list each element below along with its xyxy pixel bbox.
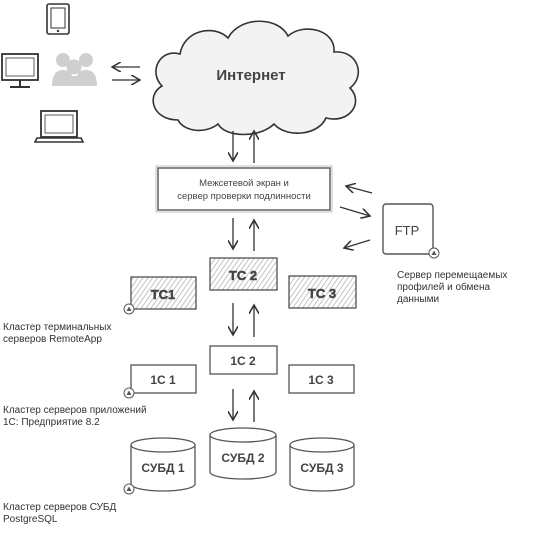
firewall-ftp-arrows <box>339 186 373 248</box>
db-cluster-caption-line: Кластер серверов СУБД <box>3 502 117 513</box>
ts-node-3: ТС 3 <box>288 275 357 309</box>
app-node-1: 1С 1 <box>123 364 197 399</box>
ts-node-2: ТС 2 <box>209 257 278 291</box>
db-node-1-label: СУБД 1 <box>141 461 184 475</box>
ftp-label: FTP <box>395 223 420 238</box>
desktop-monitor-icon <box>1 53 39 88</box>
internet-label: Интернет <box>216 67 285 84</box>
db-node-2: СУБД 2 <box>209 427 277 480</box>
ts-node-2-label: ТС 2 <box>229 268 257 283</box>
app-db-arrows <box>233 389 254 422</box>
ftp-caption-line: данными <box>397 294 440 305</box>
db-cluster-caption-line: PostgreSQL <box>3 514 58 525</box>
ts-node-3-label: ТС 3 <box>308 286 336 301</box>
app-node-2: 1С 2 <box>209 345 278 375</box>
tablet-icon <box>46 3 70 35</box>
app-node-2-label: 1С 2 <box>230 354 256 368</box>
firewall-box: Межсетевой экран и сервер проверки подли… <box>155 165 333 213</box>
ts-cluster-caption-line: Кластер терминальных <box>3 322 112 333</box>
db-node-3-label: СУБД 3 <box>300 461 343 475</box>
client-internet-arrows <box>112 67 140 80</box>
laptop-icon <box>33 110 85 143</box>
users-group-icon <box>52 53 97 86</box>
firewall-line1: Межсетевой экран и <box>199 178 289 189</box>
app-node-1-label: 1С 1 <box>150 373 176 387</box>
firewall-line2: сервер проверки подлинности <box>177 191 311 202</box>
app-cluster-caption: Кластер серверов приложений 1С: Предприя… <box>3 405 147 429</box>
app-cluster-caption-line: 1С: Предприятие 8.2 <box>3 417 100 428</box>
ftp-server: FTP <box>382 203 440 259</box>
internet-firewall-arrows <box>233 131 254 163</box>
app-node-3: 1С 3 <box>288 364 355 394</box>
app-node-3-label: 1С 3 <box>308 373 334 387</box>
db-node-2-label: СУБД 2 <box>221 451 264 465</box>
ts-node-1-label: ТС1 <box>151 287 176 302</box>
ftp-caption-line: профилей и обмена <box>397 282 491 293</box>
ts-cluster-caption-line: серверов RemoteApp <box>3 334 102 345</box>
ftp-caption: Сервер перемещаемых профилей и обмена да… <box>397 270 507 306</box>
db-node-3: СУБД 3 <box>289 437 355 492</box>
db-cluster-caption: Кластер серверов СУБД PostgreSQL <box>3 502 116 526</box>
ftp-caption-line: Сервер перемещаемых <box>397 270 508 281</box>
internet-cloud: Интернет <box>152 20 360 136</box>
app-cluster-caption-line: Кластер серверов приложений <box>3 405 147 416</box>
ts-node-1: ТС1 <box>123 276 197 315</box>
ts-cluster-caption: Кластер терминальных серверов RemoteApp <box>3 322 111 346</box>
ts-app-arrows <box>233 303 254 337</box>
firewall-ts-arrows <box>233 218 254 251</box>
db-node-1: СУБД 1 <box>123 437 196 495</box>
